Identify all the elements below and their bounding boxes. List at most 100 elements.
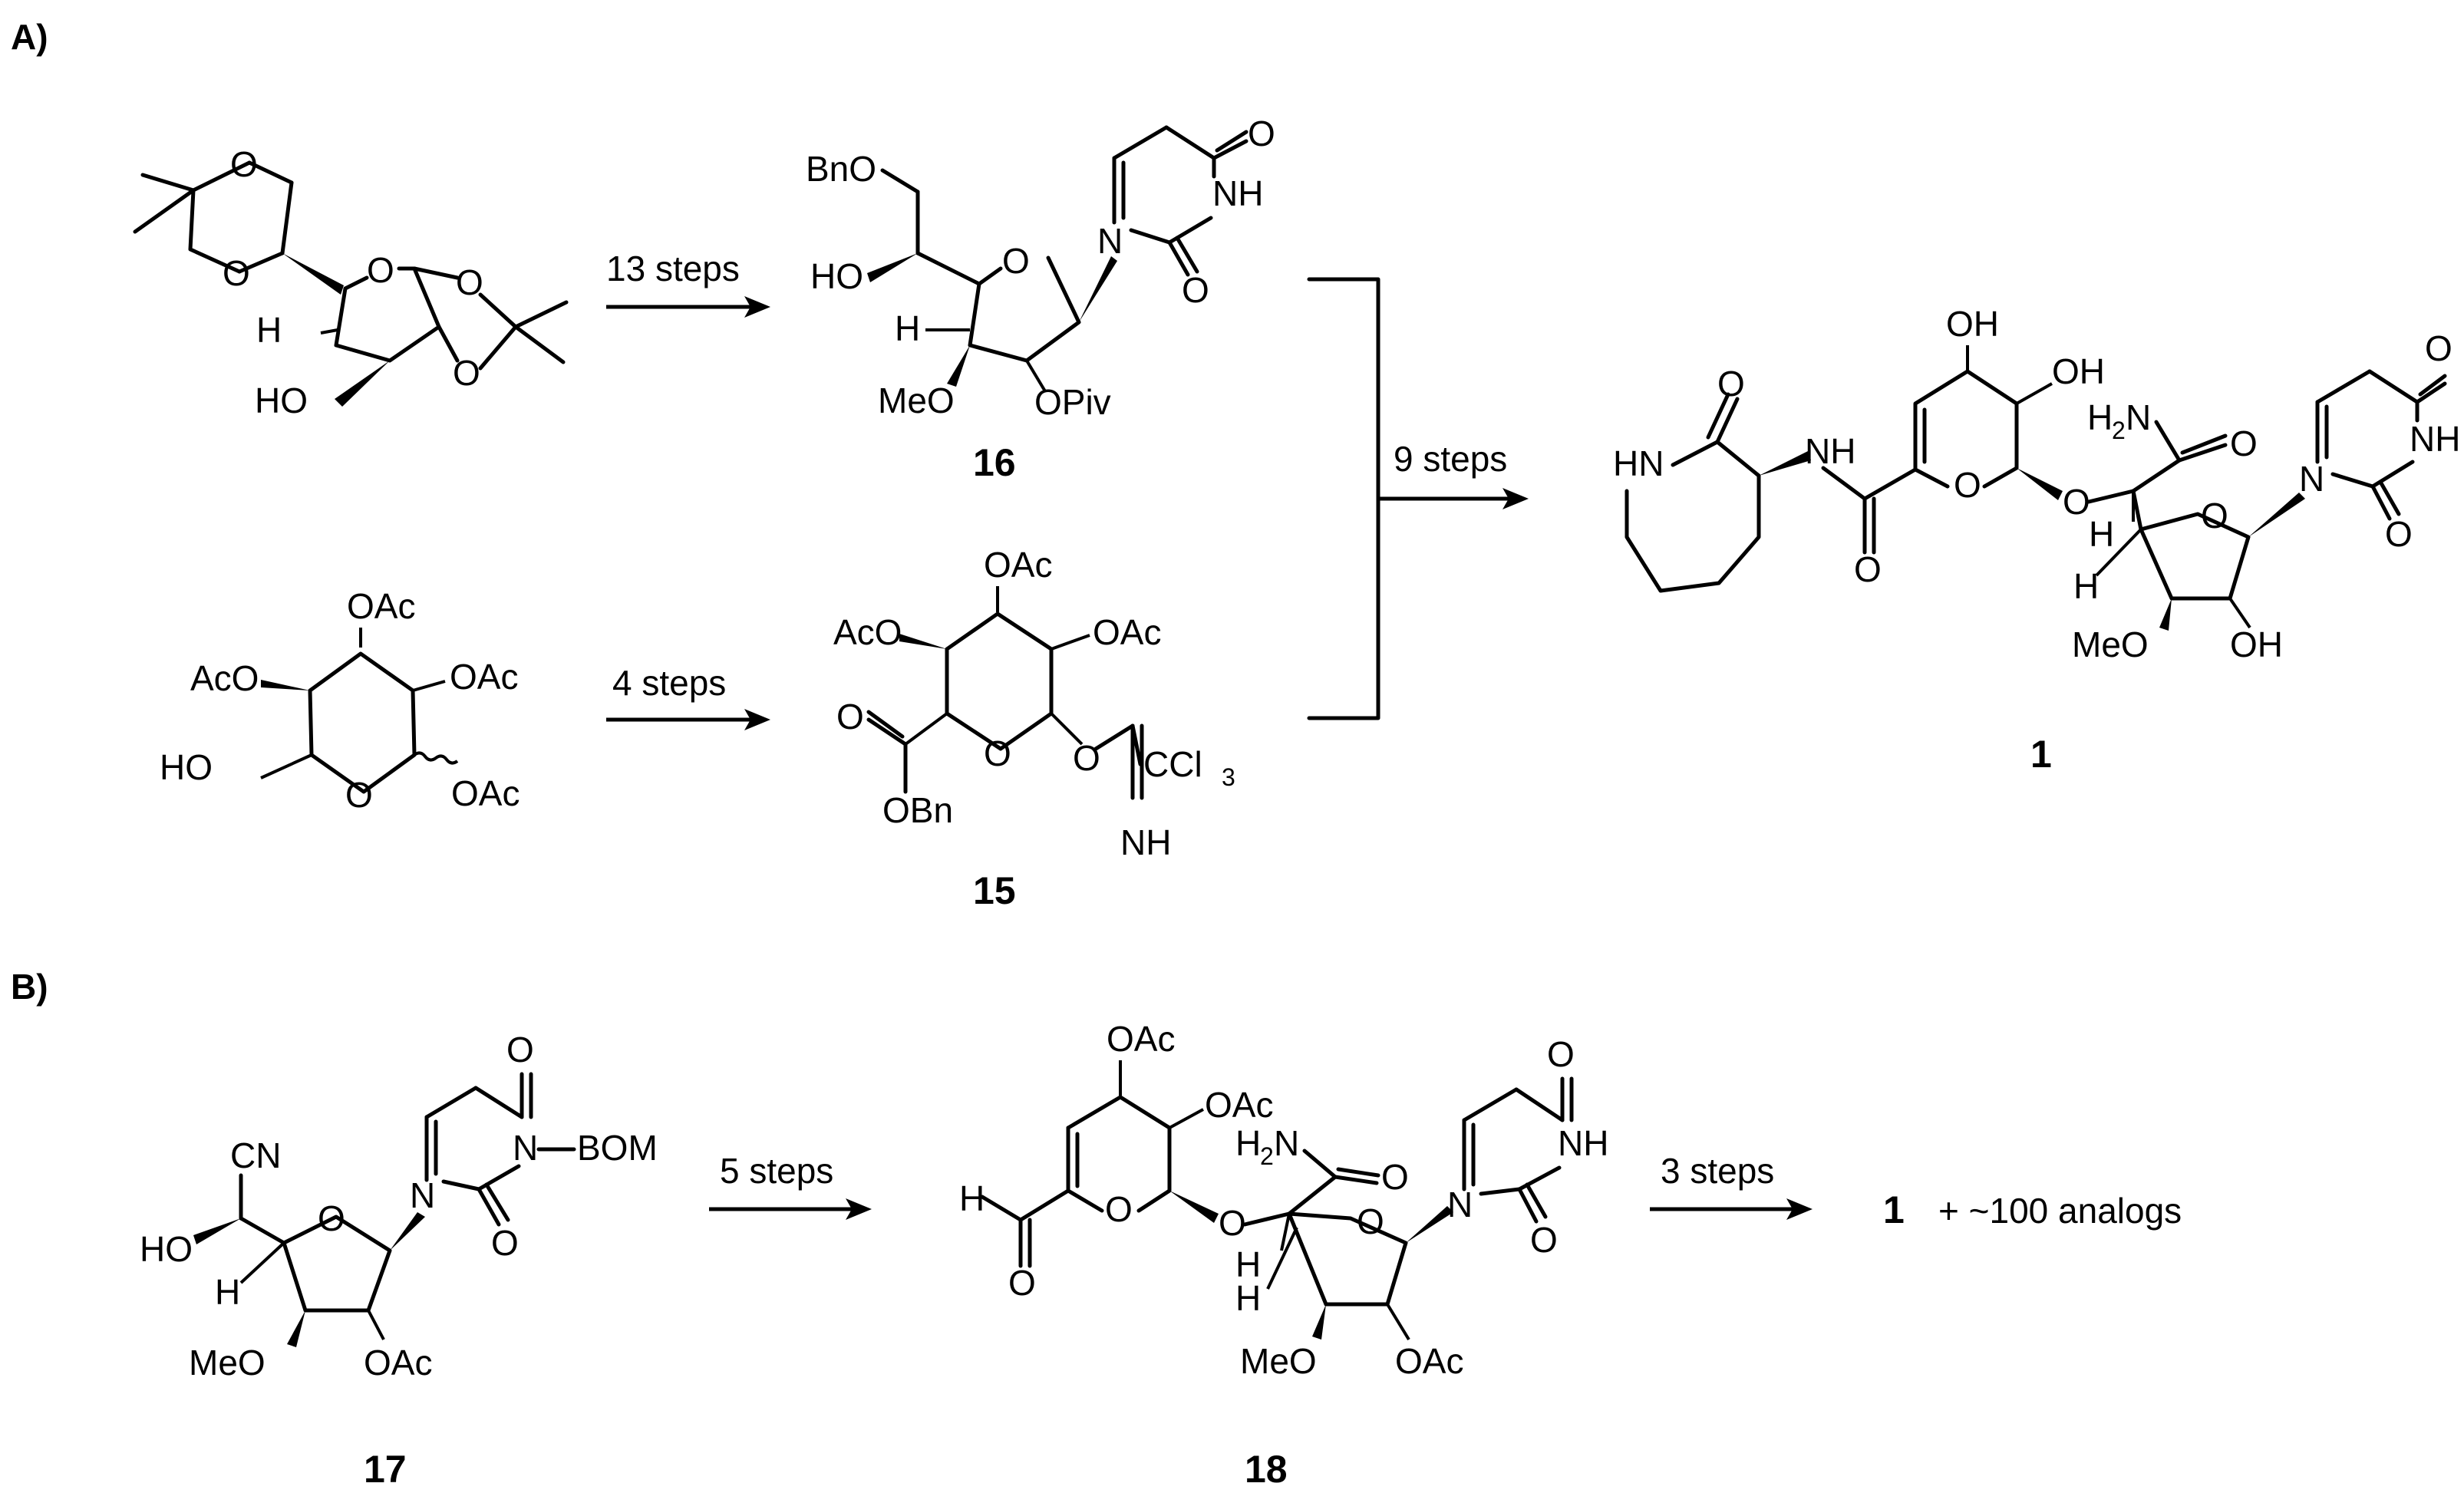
atom-n: N <box>513 1128 538 1168</box>
atom-o: O <box>2230 424 2258 463</box>
atom-h: H <box>256 310 282 350</box>
atom-opiv: OPiv <box>1034 382 1111 422</box>
starting-material-diacetone-sugar: O O O O O H HO <box>133 144 569 420</box>
atom-nh: NH <box>1558 1123 1608 1163</box>
atom-h2n-tail: N <box>2126 397 2151 437</box>
atom-o: O <box>1854 549 1882 589</box>
atom-o: O <box>230 144 258 184</box>
atom-o: O <box>345 775 373 815</box>
atom-nh: NH <box>2410 419 2460 459</box>
panel-label-a: A) <box>11 17 48 57</box>
atom-o: O <box>1002 241 1030 281</box>
atom-ho: HO <box>140 1229 193 1269</box>
panel-label-b: B) <box>11 967 48 1007</box>
atom-h: H <box>959 1178 985 1218</box>
atom-n: N <box>1447 1185 1473 1224</box>
atom-bom: BOM <box>577 1128 658 1168</box>
atom-nh: NH <box>1120 822 1171 862</box>
atom-oh: OH <box>2052 351 2105 391</box>
atom-h: H <box>215 1272 240 1312</box>
compound-1: HN O NH O O OH OH O H H 2 N O <box>1613 304 2460 776</box>
atom-o: O <box>1073 738 1100 778</box>
atom-oac: OAc <box>1205 1085 1273 1125</box>
atom-o: O <box>223 253 250 293</box>
atom-o: O <box>1954 465 1981 505</box>
atom-h2n-sub: 2 <box>1260 1142 1274 1170</box>
atom-oac: OAc <box>1107 1019 1175 1059</box>
atom-meo: MeO <box>189 1343 266 1383</box>
arrow-4-steps: 4 steps <box>606 663 770 730</box>
atom-o: O <box>2385 514 2413 554</box>
atom-o: O <box>1248 114 1275 153</box>
atom-o: O <box>1717 364 1745 404</box>
compound-15-label: 15 <box>973 869 1016 912</box>
atom-o: O <box>1219 1203 1246 1243</box>
atom-h: H <box>2089 514 2114 554</box>
condition-13-steps: 13 steps <box>606 249 740 288</box>
arrow-5-steps: 5 steps <box>709 1151 872 1220</box>
atom-o: O <box>1105 1189 1133 1229</box>
atom-ho: HO <box>255 381 308 420</box>
atom-aco: AcO <box>833 612 902 652</box>
atom-o: O <box>2063 482 2090 522</box>
compound-18-label: 18 <box>1245 1448 1288 1491</box>
atom-o: O <box>367 250 394 290</box>
compound-1-label: 1 <box>2030 733 2052 776</box>
atom-h2n: H <box>1235 1123 1261 1163</box>
compound-15: OAc AcO O OAc O CCl 3 NH O OBn 15 <box>833 545 1235 912</box>
atom-ho: HO <box>810 256 863 296</box>
atom-oh: OH <box>1946 304 1999 344</box>
condition-9-steps: 9 steps <box>1394 439 1507 479</box>
atom-o: O <box>2425 328 2452 368</box>
atom-nh: NH <box>1212 173 1263 213</box>
compound-16-label: 16 <box>973 441 1016 484</box>
atom-h2n-sub: 2 <box>2112 417 2126 444</box>
atom-h2n-tail: N <box>1274 1123 1299 1163</box>
atom-meo: MeO <box>1240 1341 1317 1381</box>
arrow-9-steps: 9 steps <box>1307 277 1529 720</box>
condition-5-steps: 5 steps <box>720 1151 833 1191</box>
atom-obn: OBn <box>882 790 953 830</box>
atom-meo: MeO <box>878 381 955 420</box>
atom-oac: OAc <box>364 1343 432 1383</box>
atom-h: H <box>1235 1278 1261 1318</box>
atom-ccl3: CCl <box>1143 744 1202 784</box>
atom-o: O <box>1357 1201 1384 1241</box>
atom-oac: OAc <box>1093 612 1161 652</box>
compound-17-label: 17 <box>364 1448 407 1491</box>
atom-o: O <box>2201 496 2228 536</box>
atom-o: O <box>453 353 480 393</box>
compound-17: CN HO O H N O N BOM O MeO OAc 17 <box>140 1030 658 1491</box>
analogs-label: + ~100 analogs <box>1938 1191 2182 1231</box>
atom-o: O <box>456 262 483 302</box>
atom-oac: OAc <box>984 545 1052 585</box>
atom-h: H <box>895 308 920 348</box>
compound-16: BnO HO O H N O NH O MeO OPiv 16 <box>806 114 1275 484</box>
atom-o: O <box>1008 1263 1036 1303</box>
atom-oh: OH <box>2230 625 2283 664</box>
atom-h: H <box>1235 1244 1261 1284</box>
atom-nh: NH <box>1805 431 1855 471</box>
atom-aco: AcO <box>190 658 259 698</box>
atom-o: O <box>984 733 1011 773</box>
condition-3-steps: 3 steps <box>1661 1151 1774 1191</box>
atom-o: O <box>506 1030 534 1069</box>
starting-material-glucose-acetate: OAc AcO O OAc OAc HO <box>160 586 520 815</box>
arrow-3-steps: 3 steps <box>1650 1151 1813 1220</box>
atom-h2n: H <box>2087 397 2113 437</box>
atom-oac: OAc <box>450 657 518 697</box>
product-1-label: 1 <box>1883 1188 1905 1231</box>
compound-18: OAc O OAc H O O H H 2 N O O H MeO OAc <box>959 1019 1608 1491</box>
atom-ccl3-sub: 3 <box>1222 763 1235 791</box>
atom-o: O <box>1530 1220 1558 1260</box>
atom-o: O <box>1182 270 1209 310</box>
atom-n: N <box>410 1175 435 1215</box>
atom-h: H <box>2073 566 2099 606</box>
atom-cn: CN <box>230 1135 281 1175</box>
atom-bno: BnO <box>806 149 876 189</box>
arrow-13-steps: 13 steps <box>606 249 770 318</box>
atom-ho: HO <box>160 747 213 787</box>
atom-oac: OAc <box>347 586 415 626</box>
atom-n: N <box>2299 459 2324 499</box>
